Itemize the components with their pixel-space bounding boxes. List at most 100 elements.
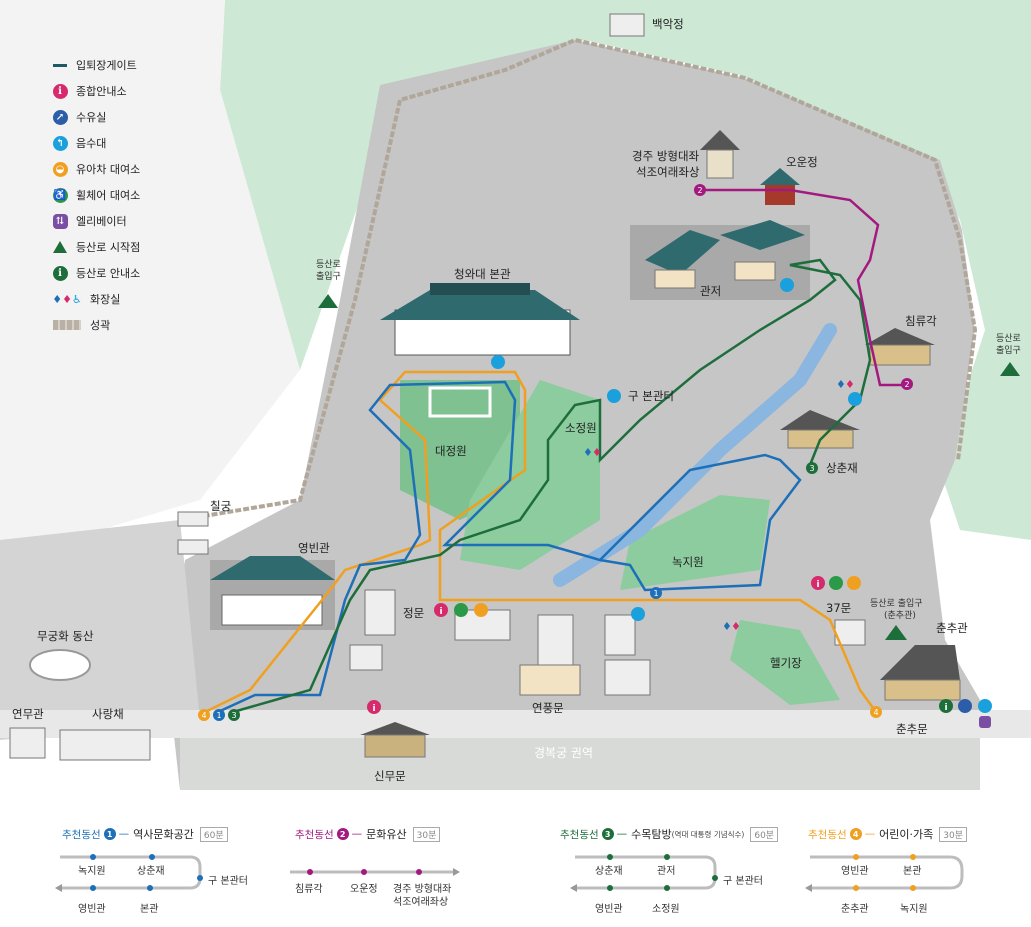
restroom-icon: ♦♦	[722, 620, 741, 633]
svg-text:i: i	[944, 703, 947, 713]
route-1-stop	[147, 885, 153, 891]
water-fountain-icon	[780, 278, 794, 292]
label-trail-entry-right-2: 출입구	[996, 344, 1021, 356]
svg-text:2: 2	[697, 186, 702, 195]
yeonpungmun-building[interactable]	[519, 614, 581, 696]
route-1-stop-label: 상춘재	[137, 866, 165, 877]
restroom-icon: ♦♦	[583, 446, 602, 459]
elevator-icon	[979, 716, 991, 728]
label-gwanjeo: 관저	[700, 284, 721, 298]
route-3-stop-label: 소정원	[652, 904, 680, 915]
label-chilgung: 칠궁	[210, 499, 231, 513]
label-jeongmun: 정문	[403, 606, 424, 620]
svg-text:i: i	[816, 580, 819, 590]
route-4-stop	[853, 854, 859, 860]
label-chunchugwan: 춘추관	[936, 621, 968, 635]
route-marker-4: 4	[198, 709, 210, 721]
sinmumun-gate[interactable]	[360, 722, 430, 758]
nokjiwon-lawn	[620, 495, 770, 590]
baekakjeong-pavilion[interactable]	[609, 13, 645, 37]
legend-item: 성곽	[52, 312, 232, 338]
route-4-stop-label: 영빈관	[841, 866, 869, 877]
label-old-main-site: 구 본관터	[628, 389, 674, 403]
label-yeonpungmun: 연풍문	[532, 701, 564, 715]
routes-lines	[55, 854, 964, 892]
label-trail-entry-right-1: 등산로	[996, 333, 1021, 344]
label-yeongbingwan: 영빈관	[298, 541, 330, 555]
stroller-icon	[474, 603, 488, 617]
route-1-header[interactable]: 추천동선 1 — 역사문화공간 60분	[62, 826, 228, 842]
route-4-stop	[853, 885, 859, 891]
elevator-icon: ⇅	[52, 213, 68, 229]
gate-line-icon	[52, 57, 68, 73]
mountain-area	[220, 0, 1031, 540]
info-icon[interactable]: i	[434, 603, 448, 617]
legend-item: ◒ 유아차 대여소	[52, 156, 232, 182]
route-4-stop-label: 본관	[903, 866, 922, 877]
route-4-stop-label: 춘추관	[841, 904, 869, 915]
route-1-stop-label: 본관	[140, 904, 159, 915]
legend: 입퇴장게이트 i 종합안내소 ↗ 수유실 ↰ 음수대 ◒ 유아차 대여소 ♿ 휠…	[52, 52, 232, 338]
svg-text:♦: ♦	[836, 378, 846, 391]
label-gyeongju-statue-2: 석조여래좌상	[636, 165, 700, 179]
trailhead-icon	[52, 239, 68, 255]
route-4-diagram	[805, 854, 964, 892]
label-gyeongbokgung: 경복궁 권역	[534, 746, 593, 760]
svg-text:1: 1	[653, 589, 658, 598]
legend-item: 입퇴장게이트	[52, 52, 232, 78]
svg-text:1: 1	[216, 711, 221, 720]
route-4-header[interactable]: 추천동선 4 — 어린이·가족 30분	[808, 826, 967, 842]
fortress-wall	[179, 37, 978, 522]
stroller-icon: ◒	[52, 161, 68, 177]
route-marker-2: 2	[901, 378, 913, 390]
label-mugunghwa: 무궁화 동산	[37, 629, 94, 643]
mugunghwa-garden[interactable]	[29, 649, 91, 681]
main-hall-building[interactable]	[380, 283, 580, 356]
label-oounjeong: 오운정	[786, 155, 818, 169]
trailhead-icon	[1000, 362, 1020, 376]
gwanjeo-building[interactable]	[630, 220, 810, 300]
route-3-header[interactable]: 추천동선 3 — 수목탐방 (역대 대통령 기념식수) 60분	[560, 826, 779, 842]
route-1-line	[217, 380, 802, 714]
wheelchair-icon	[454, 603, 468, 617]
chilgung-building[interactable]	[177, 511, 209, 555]
sarangchae-building[interactable]	[59, 729, 151, 761]
fortress-wall-icon	[52, 317, 82, 333]
label-baekakjeong: 백악정	[652, 17, 684, 31]
route-2-stop	[361, 869, 367, 875]
water-fountain-icon	[631, 607, 645, 621]
route-3-stop	[607, 885, 613, 891]
mountain-left	[0, 0, 300, 560]
route-3-stop	[664, 885, 670, 891]
label-gyeongju-statue-1: 경주 방형대좌	[632, 149, 700, 163]
legend-item: 등산로 시작점	[52, 234, 232, 260]
route-marker-1: 1	[213, 709, 225, 721]
route-1-stop-label: 구 본관터	[208, 876, 248, 887]
chunchugwan-building[interactable]	[880, 645, 961, 701]
info-icon[interactable]: i	[367, 700, 381, 714]
svg-text:i: i	[372, 704, 375, 714]
gyeongju-statue-pavilion[interactable]	[700, 130, 740, 179]
route-2-header[interactable]: 추천동선 2 — 문화유산 30분	[295, 826, 441, 842]
recommended-routes: 추천동선 1 — 역사문화공간 60분 녹지원 상춘재 구 본관터 영빈관 본관…	[0, 790, 1031, 927]
yeonmugwan-building[interactable]	[9, 727, 46, 759]
route-3-stop-label: 구 본관터	[723, 876, 763, 887]
chimnyugak-building[interactable]	[865, 328, 935, 366]
route-1-diagram	[55, 854, 203, 892]
yeongbingwan-building[interactable]	[210, 556, 335, 630]
label-main-hall: 청와대 본관	[454, 267, 511, 281]
svg-text:2: 2	[904, 380, 909, 389]
svg-text:♦: ♦	[845, 378, 855, 391]
label-chimnyugak: 침류각	[905, 314, 937, 328]
route-3-stop-label: 상춘재	[595, 866, 623, 877]
route-1-stop	[149, 854, 155, 860]
info-icon[interactable]: i	[811, 576, 825, 590]
route-2-stop-label: 경주 방형대좌	[393, 884, 452, 895]
label-helipad: 헬기장	[770, 656, 802, 670]
gyeongbokgung-road	[180, 738, 980, 790]
route-4-stop-label: 녹지원	[900, 904, 928, 915]
route-4-stop	[910, 885, 916, 891]
label-nokjiwon: 녹지원	[672, 555, 704, 569]
sojeongwon-lawn	[460, 380, 600, 570]
route-marker-4: 4	[870, 706, 882, 718]
